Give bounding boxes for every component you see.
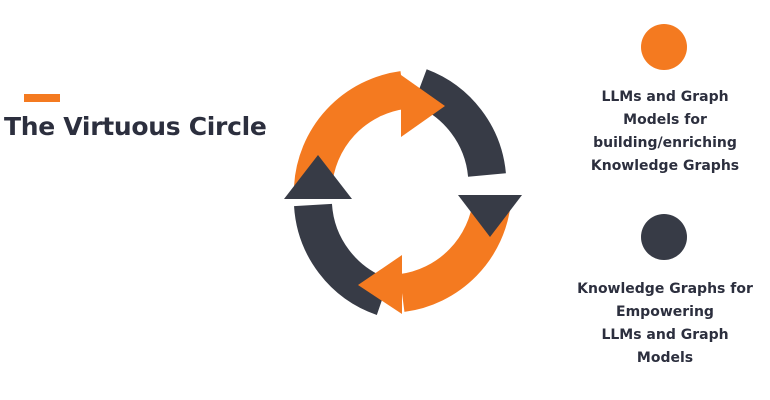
legend-line: building/enriching — [593, 135, 737, 151]
legend-dot-dark — [641, 214, 687, 260]
legend-line: LLMs and Graph — [601, 327, 729, 343]
arrowhead-right-dark — [458, 195, 522, 237]
legend-line: LLMs and Graph — [601, 89, 729, 105]
legend-line: Knowledge Graphs — [590, 158, 740, 174]
arc-top-right-dark — [412, 69, 506, 178]
arrowhead-left-dark — [284, 155, 352, 199]
arrowhead-top-orange — [401, 75, 445, 137]
legend-dot-orange — [641, 24, 687, 70]
legend-line: Models for — [623, 112, 707, 128]
legend-line: Knowledge Graphs for — [577, 281, 753, 297]
legend-text-kg-for-llm: Knowledge Graphs for Empowering LLMs and… — [545, 278, 770, 370]
legend-line: Models — [636, 350, 694, 366]
page-title: The Virtuous Circle — [4, 112, 267, 141]
legend-line: Empowering — [616, 304, 714, 320]
title-accent-bar — [24, 94, 60, 102]
arrowhead-bottom-orange — [358, 255, 402, 314]
cycle-arrows-icon — [284, 69, 522, 315]
legend-text-llm-for-kg: LLMs and Graph Models for building/enric… — [545, 86, 770, 178]
